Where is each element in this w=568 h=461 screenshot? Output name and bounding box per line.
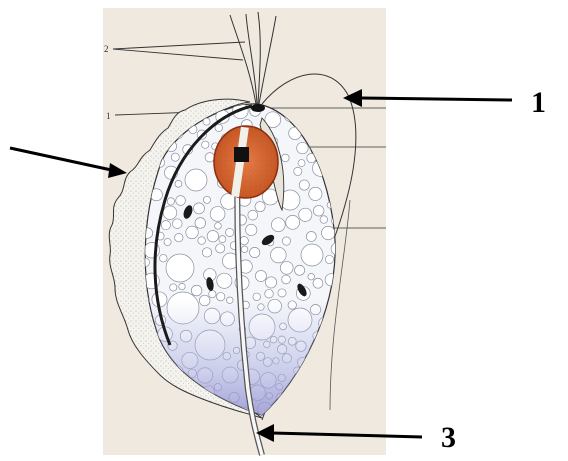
vacuole bbox=[185, 169, 207, 191]
inner-label-2: 2 bbox=[104, 44, 109, 54]
vacuole bbox=[175, 233, 183, 241]
vacuole bbox=[255, 270, 266, 281]
vacuole bbox=[271, 218, 285, 232]
vacuole bbox=[265, 277, 276, 288]
vacuole bbox=[282, 237, 290, 245]
vacuole bbox=[202, 141, 209, 148]
vacuole bbox=[248, 210, 258, 220]
vacuole bbox=[159, 254, 167, 262]
vacuole bbox=[191, 285, 202, 296]
vacuole bbox=[301, 244, 323, 266]
vacuole bbox=[176, 196, 186, 206]
vacuole bbox=[309, 187, 322, 200]
vacuole bbox=[202, 248, 211, 257]
vacuole bbox=[246, 224, 257, 235]
vacuole bbox=[217, 273, 232, 288]
vacuole bbox=[198, 237, 206, 245]
vacuole bbox=[172, 219, 182, 229]
vacuole bbox=[167, 198, 174, 205]
vacuole bbox=[240, 236, 248, 244]
vacuole bbox=[321, 226, 334, 239]
vacuole bbox=[205, 153, 214, 162]
vacuole bbox=[295, 265, 305, 275]
vacuole bbox=[313, 205, 324, 216]
inner-label-1: 1 bbox=[106, 111, 111, 121]
vacuole bbox=[297, 142, 309, 154]
vacuole bbox=[286, 215, 300, 229]
basal-body bbox=[251, 104, 265, 112]
vacuole bbox=[164, 238, 171, 245]
vacuole bbox=[186, 226, 199, 239]
vacuole bbox=[216, 244, 225, 253]
vacuole bbox=[298, 160, 305, 167]
vacuole bbox=[325, 255, 333, 263]
vacuole bbox=[166, 254, 194, 282]
vacuole bbox=[203, 196, 210, 203]
vacuole bbox=[210, 207, 225, 222]
vacuole bbox=[308, 273, 314, 279]
vacuole bbox=[282, 275, 291, 284]
vacuole bbox=[313, 278, 323, 288]
vacuole bbox=[161, 220, 170, 229]
vacuole bbox=[175, 180, 182, 187]
vacuole bbox=[320, 216, 328, 224]
vacuole bbox=[209, 290, 216, 297]
vacuole bbox=[265, 289, 274, 298]
vacuole bbox=[280, 261, 293, 274]
vacuole bbox=[163, 206, 177, 220]
callout-label-1: 1 bbox=[531, 88, 546, 118]
vacuole bbox=[170, 284, 177, 291]
vacuole bbox=[253, 293, 261, 301]
vacuole bbox=[195, 218, 206, 229]
vacuole bbox=[278, 289, 286, 297]
nucleolus bbox=[234, 147, 249, 162]
vacuole bbox=[225, 228, 233, 236]
callout-label-3: 3 bbox=[441, 423, 456, 453]
vacuole bbox=[299, 208, 312, 221]
vacuole bbox=[255, 202, 265, 212]
vacuole bbox=[215, 223, 222, 230]
vacuole bbox=[306, 231, 316, 241]
vacuole bbox=[207, 230, 218, 241]
vacuole bbox=[216, 292, 224, 300]
vacuole bbox=[241, 246, 248, 253]
vacuole bbox=[299, 180, 309, 190]
vacuole bbox=[282, 154, 290, 162]
vacuole bbox=[171, 153, 179, 161]
vacuole bbox=[179, 283, 185, 289]
vacuole bbox=[271, 247, 287, 263]
vacuole bbox=[193, 203, 204, 214]
vacuole bbox=[250, 247, 260, 257]
vacuole bbox=[294, 167, 302, 175]
vacuole bbox=[219, 236, 226, 243]
vacuole bbox=[215, 124, 222, 131]
